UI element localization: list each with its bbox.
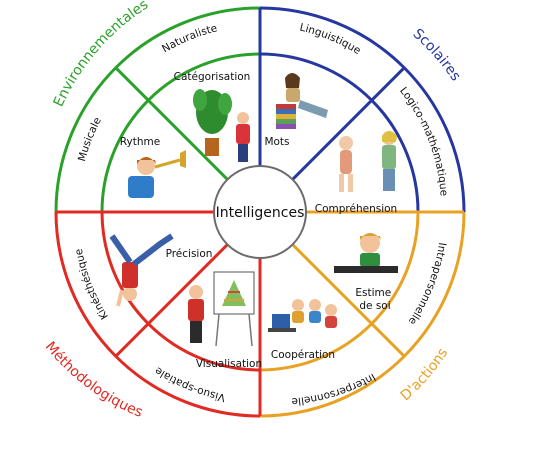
teacher-pyramid-chart-icon [188, 271, 255, 347]
intelligence-visuo-spatiale: Visuo-spatiale [153, 364, 226, 403]
skill-mots: Mots [264, 136, 289, 148]
breakdancer-icon [109, 233, 174, 307]
intelligence-linguistique: Linguistique [298, 22, 362, 57]
group-label-methodologiques: Méthodologiques [42, 339, 145, 421]
intelligence-naturaliste: Naturaliste [160, 22, 219, 55]
center-circle [213, 165, 307, 259]
trumpet-player-icon [128, 150, 186, 198]
girl-reading-books-icon [276, 73, 328, 129]
skill-categorisation: Catégorisation [174, 71, 251, 83]
skill-cooperation: Coopération [271, 349, 335, 361]
skill-visualisation: Visualisation [196, 358, 262, 370]
boy-at-keyboard-icon [334, 233, 398, 273]
skill-rythme: Rythme [120, 136, 160, 148]
center-label: Intelligences [216, 205, 305, 221]
intelligence-kinesthesique: Kinésthésique [73, 248, 111, 322]
skill-comprehension: Compréhension [315, 203, 397, 215]
plant-and-woman-icon [193, 89, 250, 162]
children-at-laptop-icon [268, 299, 337, 332]
quadrant-methodologiques [54, 210, 262, 418]
skill-estime-de-soi: Estime de soi [355, 287, 394, 312]
group-label-scolaires: Scolaires [410, 26, 464, 84]
group-label-environnementales: Environnementales [51, 0, 152, 109]
intelligence-logico-mathematique: Logico-mathématique [397, 85, 450, 197]
intelligence-musicale: Musicale [76, 115, 104, 162]
skill-precision: Précision [166, 248, 213, 260]
anatomy-model-icon [339, 131, 397, 192]
